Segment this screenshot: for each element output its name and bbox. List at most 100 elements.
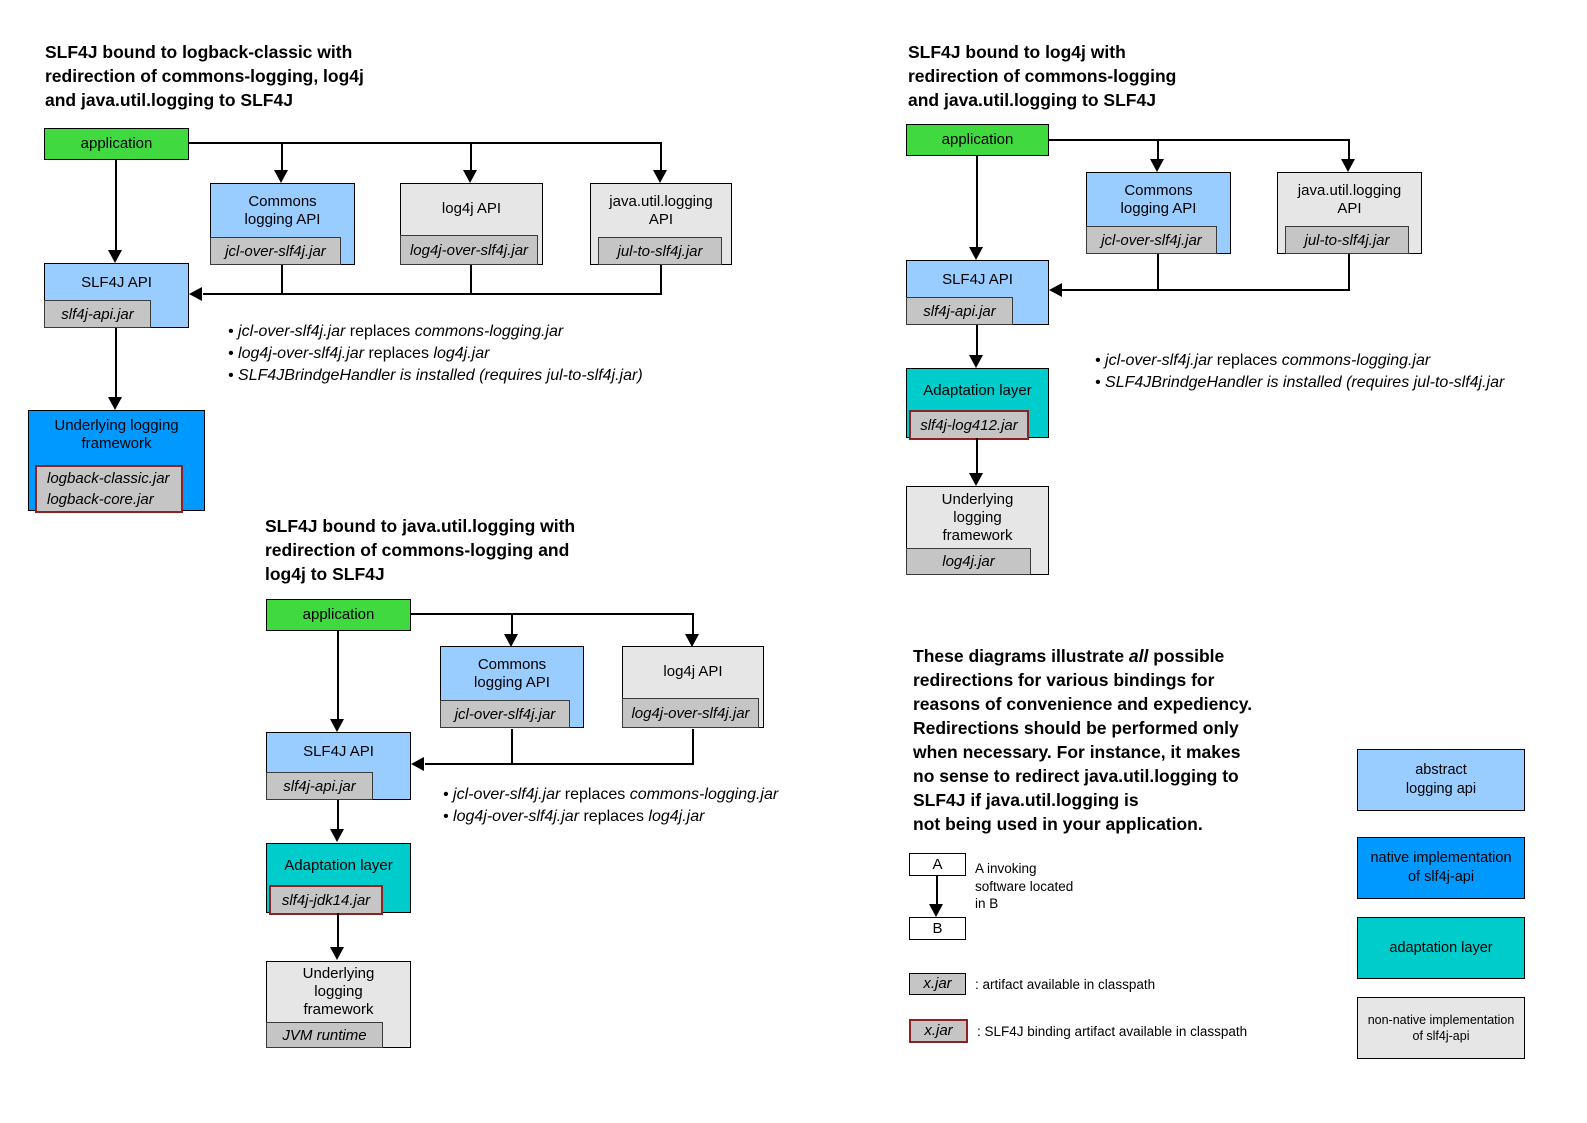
- diagram2-notes: • jcl-over-slf4j.jar replaces commons-lo…: [1095, 350, 1504, 394]
- diagram3-app-branch-line: [411, 613, 694, 615]
- diagram3-note-line: • log4j-over-slf4j.jar replaces log4j.ja…: [443, 808, 705, 825]
- diagram2-jcl-over-slf4j-jar: jcl-over-slf4j.jar: [1086, 226, 1217, 254]
- diagram1-jul-return-line: [660, 265, 662, 295]
- diagram1-jcl-over-slf4j-jar: jcl-over-slf4j.jar: [210, 237, 341, 265]
- diagram3-adaptation-to-framework-line: [337, 913, 339, 948]
- diagram1-log4j-api-label: log4j API: [441, 200, 502, 217]
- legend-non-native-implementation-label: non-native implementation of slf4j-api: [1367, 1013, 1515, 1043]
- legend-non-native-implementation-box: non-native implementation of slf4j-api: [1357, 997, 1525, 1059]
- diagram3-application-label: application: [302, 606, 375, 623]
- diagram1-slf4j-to-framework-arrow: [108, 397, 122, 410]
- diagram2-slf4j-api-box: SLF4J API slf4j-api.jar: [906, 260, 1049, 325]
- diagram2-underlying-framework-box: Underlying logging framework log4j.jar: [906, 486, 1049, 575]
- legend-adaptation-layer-label: adaptation layer: [1389, 939, 1493, 956]
- diagram2-app-branch-line: [1049, 139, 1350, 141]
- diagram1-logback-jars: logback-classic.jar logback-core.jar: [35, 465, 183, 513]
- diagram3-commons-return-line: [511, 729, 513, 765]
- diagram1-application-box: application: [44, 128, 189, 160]
- diagram1-commons-logging-api-box: Commons logging API jcl-over-slf4j.jar: [210, 183, 355, 265]
- diagram3-title: SLF4J bound to java.util.logging with re…: [265, 516, 576, 584]
- diagram3-return-arrow: [411, 757, 424, 771]
- explanation-text-post: possible redirections for various bindin…: [913, 646, 1253, 834]
- diagram1-drop-log4j-line: [470, 142, 472, 171]
- diagram2-jul-api-label: java.util.logging API: [1297, 182, 1402, 217]
- diagram3-drop-commons-arrow: [504, 634, 518, 647]
- diagram3-log4j-api-box: log4j API log4j-over-slf4j.jar: [622, 646, 764, 728]
- diagram2-app-to-slf4j-line: [976, 156, 978, 248]
- diagram2-drop-commons-arrow: [1150, 159, 1164, 172]
- diagram3-jcl-over-slf4j-jar: jcl-over-slf4j.jar: [440, 700, 570, 728]
- diagram1-jul-to-slf4j-jar: jul-to-slf4j.jar: [598, 237, 722, 265]
- diagram3-notes: • jcl-over-slf4j.jar replaces commons-lo…: [443, 784, 778, 828]
- legend-plain-jar-label: x.jar: [923, 975, 952, 992]
- diagram1-note-line: • jcl-over-slf4j.jar replaces commons-lo…: [228, 323, 564, 340]
- diagram1-drop-jul-line: [660, 142, 662, 171]
- diagram3-drop-log4j-arrow: [685, 634, 699, 647]
- legend-native-implementation-label: native implementation of slf4j-api: [1370, 850, 1512, 885]
- diagram3-underlying-framework-box: Underlying logging framework JVM runtime: [266, 961, 411, 1048]
- diagram1-commons-return-line: [281, 265, 283, 295]
- diagram2-slf4j-to-adaptation-arrow: [969, 355, 983, 368]
- diagram2-return-arrow: [1049, 283, 1062, 297]
- diagram1-underlying-framework-box: Underlying logging framework logback-cla…: [28, 410, 205, 513]
- diagram1-slf4j-to-framework-line: [115, 328, 117, 398]
- diagram2-commons-logging-api-label: Commons logging API: [1120, 182, 1197, 217]
- diagram3-slf4j-jdk14-jar: slf4j-jdk14.jar: [269, 885, 383, 915]
- diagram3-return-bus-line: [425, 763, 694, 765]
- legend-b-box: B: [909, 917, 966, 940]
- diagram1-log4j-return-line: [470, 265, 472, 295]
- diagram1-title: SLF4J bound to logback-classic with redi…: [45, 42, 364, 110]
- diagram2-note-line: • jcl-over-slf4j.jar replaces commons-lo…: [1095, 352, 1431, 369]
- diagram2-log4j-jar: log4j.jar: [906, 548, 1031, 575]
- diagram3-app-to-slf4j-arrow: [330, 719, 344, 732]
- diagram3-commons-logging-api-label: Commons logging API: [474, 656, 550, 691]
- legend-plain-jar-box: x.jar: [909, 973, 966, 995]
- diagram1-return-bus-line: [203, 293, 662, 295]
- diagram3-underlying-framework-label: Underlying logging framework: [302, 965, 375, 1018]
- diagram2-drop-jul-arrow: [1341, 159, 1355, 172]
- diagram2-application-box: application: [906, 124, 1049, 156]
- diagram2-drop-commons-line: [1157, 139, 1159, 160]
- diagram1-drop-jul-arrow: [653, 170, 667, 183]
- diagram2-app-to-slf4j-arrow: [969, 247, 983, 260]
- legend-ab-caption: A invoking software located in B: [975, 861, 1074, 911]
- diagram3-log4j-return-line: [692, 729, 694, 765]
- explanation-text-emphasis: all: [1128, 646, 1149, 666]
- legend-abstract-logging-api-box: abstract logging api: [1357, 749, 1525, 811]
- diagram2-commons-logging-api-box: Commons logging API jcl-over-slf4j.jar: [1086, 172, 1231, 254]
- diagram1-drop-commons-line: [281, 142, 283, 171]
- diagram2-note-line: • SLF4JBrindgeHandler is installed (requ…: [1095, 374, 1505, 391]
- legend-abstract-logging-api-label: abstract logging api: [1405, 762, 1477, 797]
- diagram3-log4j-api-label: log4j API: [663, 663, 723, 680]
- diagram2-adaptation-layer-box: Adaptation layer slf4j-log412.jar: [906, 368, 1049, 440]
- diagram1-return-arrow: [189, 287, 202, 301]
- legend-binding-jar-caption: : SLF4J binding artifact available in cl…: [977, 1024, 1248, 1039]
- diagram2-application-label: application: [941, 131, 1014, 148]
- diagram2-slf4j-api-jar: slf4j-api.jar: [906, 297, 1013, 325]
- diagram2-jul-api-box: java.util.logging API jul-to-slf4j.jar: [1277, 172, 1422, 254]
- diagram3-application-box: application: [266, 599, 411, 631]
- diagram1-app-branch-line: [189, 142, 662, 144]
- diagram2-slf4j-log412-jar: slf4j-log412.jar: [909, 410, 1029, 440]
- legend-a-label: A: [932, 855, 943, 873]
- diagram2-adaptation-to-framework-arrow: [969, 473, 983, 486]
- diagram3-adaptation-layer-label: Adaptation layer: [284, 857, 393, 874]
- diagram3-slf4j-to-adaptation-line: [337, 800, 339, 830]
- diagram1-jul-api-box: java.util.logging API jul-to-slf4j.jar: [590, 183, 732, 265]
- diagram2-drop-jul-line: [1348, 139, 1350, 160]
- diagram1-app-to-slf4j-line: [115, 160, 117, 251]
- diagram3-adaptation-to-framework-arrow: [330, 947, 344, 960]
- diagram1-drop-commons-arrow: [274, 170, 288, 183]
- diagram1-drop-log4j-arrow: [463, 170, 477, 183]
- diagram1-underlying-framework-label: Underlying logging framework: [54, 417, 179, 452]
- diagram1-commons-logging-api-label: Commons logging API: [244, 193, 321, 228]
- diagram1-log4j-over-slf4j-jar: log4j-over-slf4j.jar: [400, 235, 538, 265]
- diagram1-notes: • jcl-over-slf4j.jar replaces commons-lo…: [228, 321, 643, 387]
- diagram3-log4j-over-slf4j-jar: log4j-over-slf4j.jar: [622, 698, 759, 728]
- legend-plain-jar-caption: : artifact available in classpath: [975, 977, 1156, 992]
- diagram2-adaptation-to-framework-line: [976, 438, 978, 474]
- explanation-text-pre: These diagrams illustrate: [913, 646, 1129, 666]
- diagram3-slf4j-api-box: SLF4J API slf4j-api.jar: [266, 732, 411, 800]
- diagram3-app-to-slf4j-line: [337, 631, 339, 720]
- legend-a-to-b-line: [936, 876, 938, 905]
